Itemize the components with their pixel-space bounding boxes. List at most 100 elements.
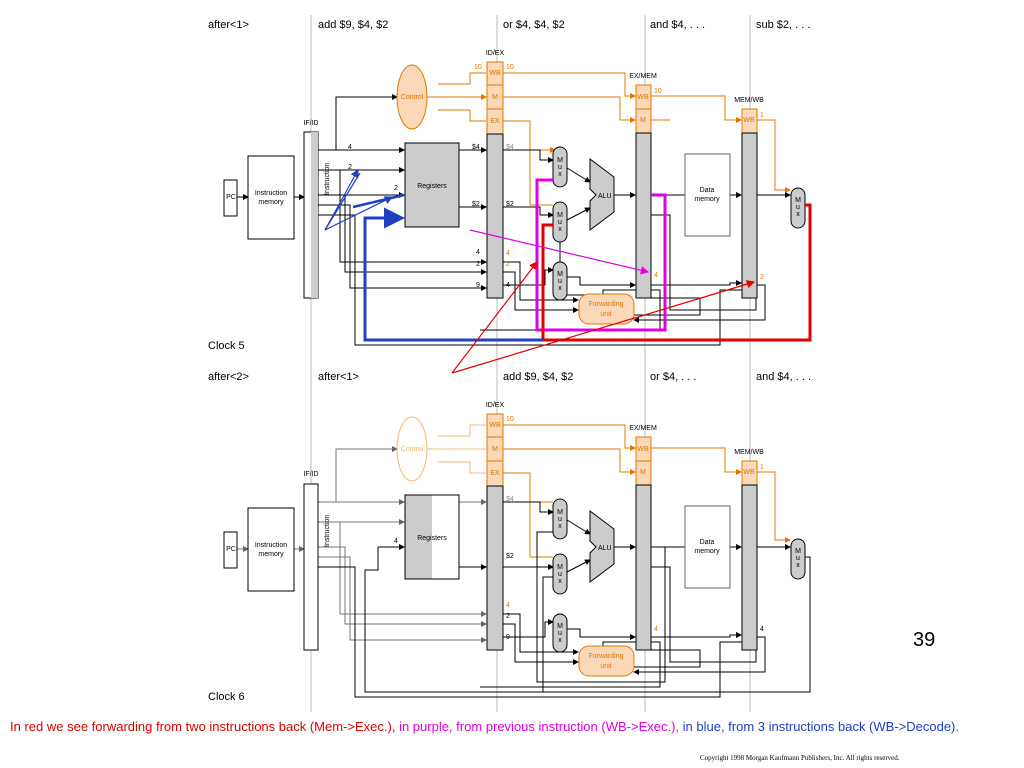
clock6-datapath: after<2> after<1> add $9, $4, $2 or $4, … (208, 371, 811, 703)
svg-text:u: u (558, 219, 562, 226)
c5-exmem-reg (635, 132, 652, 299)
svg-text:4: 4 (654, 626, 658, 633)
svg-text:M: M (795, 548, 801, 555)
svg-text:u: u (558, 630, 562, 637)
svg-text:M: M (557, 212, 563, 219)
svg-text:WB: WB (637, 94, 649, 101)
svg-text:u: u (558, 571, 562, 578)
svg-text:Data: Data (700, 187, 715, 194)
svg-text:memory: memory (258, 199, 284, 206)
c6-mux-wb (790, 538, 806, 580)
page-number: 39 (913, 629, 936, 651)
svg-text:x: x (796, 211, 800, 218)
svg-text:$2: $2 (472, 201, 480, 208)
svg-text:unit: unit (600, 663, 611, 670)
svg-text:2: 2 (476, 261, 480, 268)
svg-text:Forwarding: Forwarding (588, 653, 623, 660)
c6-ifid-label: IF/ID (303, 471, 318, 478)
svg-text:2: 2 (760, 274, 764, 281)
caption-purple: in purple, from previous instruction (WB… (395, 719, 680, 734)
c5-memwb-label: MEM/WB (734, 97, 764, 104)
caption-blue: in blue, from 3 instructions back (WB->D… (679, 719, 960, 734)
svg-text:2: 2 (506, 613, 510, 620)
c6-exmem-label: EX/MEM (629, 425, 657, 432)
svg-text:4: 4 (506, 250, 510, 257)
svg-text:WB: WB (743, 117, 755, 124)
svg-text:u: u (558, 516, 562, 523)
svg-text:x: x (558, 171, 562, 178)
svg-text:x: x (558, 637, 562, 644)
c6-memwb-reg (741, 484, 758, 651)
c5-forwarding-unit (578, 293, 635, 325)
svg-text:4: 4 (506, 602, 510, 609)
c6-idex-label: ID/EX (486, 402, 505, 409)
svg-text:u: u (796, 204, 800, 211)
c5-pc (223, 179, 238, 217)
svg-text:x: x (558, 226, 562, 233)
c5-instruction-memory (247, 155, 295, 240)
svg-text:10: 10 (474, 64, 482, 71)
svg-text:Registers: Registers (417, 535, 447, 542)
clock5-datapath: after<1> add $9, $4, $2 or $4, $4, $2 an… (208, 19, 812, 374)
c6-stage-ex: add $9, $4, $2 (503, 371, 573, 383)
svg-text:Control: Control (401, 94, 424, 101)
c5-ifid-label: IF/ID (303, 120, 318, 127)
c5-stage-wb: sub $2, . . . (756, 19, 810, 31)
svg-text:M: M (557, 271, 563, 278)
svg-text:4: 4 (394, 538, 398, 545)
c6-clock-label: Clock 6 (208, 691, 245, 703)
svg-text:10: 10 (654, 88, 662, 95)
svg-text:u: u (558, 164, 562, 171)
c5-exmem-label: EX/MEM (629, 73, 657, 80)
svg-text:Instruction: Instruction (324, 163, 331, 195)
c6-stage-id: after<1> (318, 371, 359, 383)
c5-mux-rd (552, 261, 568, 301)
c5-red-arrow-2 (451, 280, 756, 374)
c5-data-memory (684, 153, 731, 237)
c5-control (396, 64, 428, 130)
svg-text:unit: unit (600, 311, 611, 318)
svg-text:$4: $4 (472, 144, 480, 151)
c6-exmem-reg (635, 484, 652, 651)
svg-text:WB: WB (489, 422, 501, 429)
slide-caption: In red we see forwarding from two instru… (10, 716, 1005, 737)
svg-text:$4: $4 (506, 496, 514, 503)
svg-text:M: M (640, 117, 646, 124)
svg-text:ALU: ALU (598, 193, 612, 200)
svg-text:Instruction: Instruction (255, 190, 287, 197)
svg-text:M: M (557, 509, 563, 516)
c5-red-arrow-1 (451, 261, 538, 374)
svg-text:9: 9 (476, 282, 480, 289)
c6-ifid-reg (303, 483, 319, 651)
svg-text:1: 1 (760, 464, 764, 471)
c6-mux-a (552, 498, 568, 540)
c5-idex-label: ID/EX (486, 50, 505, 57)
svg-text:memory: memory (694, 548, 720, 555)
svg-text:4: 4 (348, 144, 352, 151)
svg-text:WB: WB (489, 70, 501, 77)
c5-stage-mem: and $4, . . . (650, 19, 705, 31)
svg-text:u: u (558, 278, 562, 285)
c5-forwarding-paths (324, 168, 812, 374)
c5-mux-b (552, 201, 568, 243)
c5-alu (589, 158, 615, 231)
svg-text:WB: WB (637, 446, 649, 453)
svg-text:Instruction: Instruction (255, 542, 287, 549)
svg-text:M: M (557, 157, 563, 164)
svg-text:x: x (796, 562, 800, 569)
svg-text:2: 2 (394, 185, 398, 192)
c5-blue-path (363, 207, 543, 342)
svg-text:M: M (557, 623, 563, 630)
svg-text:4: 4 (506, 282, 510, 289)
c5-mux-a (552, 146, 568, 188)
c5-blue-arrow-2 (324, 196, 394, 231)
c6-control (396, 416, 428, 482)
svg-text:x: x (558, 523, 562, 530)
c6-stage-wb: and $4, . . . (756, 371, 811, 383)
c5-memwb-reg (741, 132, 758, 299)
c6-mux-b (552, 553, 568, 595)
c6-alu (589, 510, 615, 583)
stage-separators (310, 15, 751, 712)
caption-red: In red we see forwarding from two instru… (10, 719, 396, 734)
